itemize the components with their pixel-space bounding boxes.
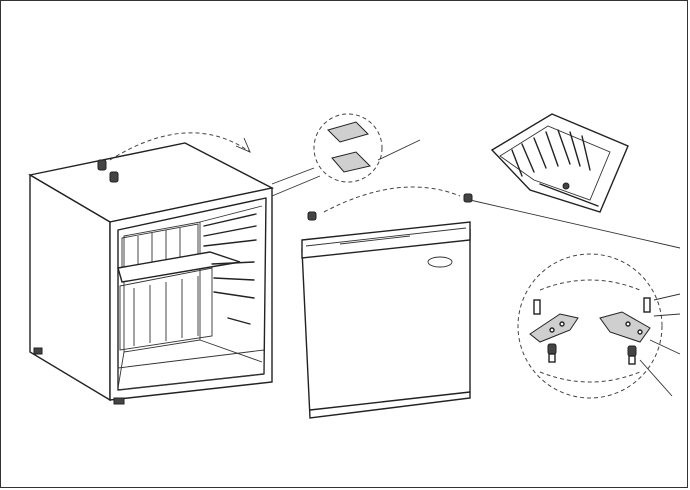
- screw: [533, 299, 541, 315]
- door-hinge-pin: [307, 211, 317, 221]
- cabinet-foot: [113, 397, 125, 405]
- leader-line: [469, 199, 681, 249]
- motion-arc: [109, 132, 251, 161]
- hinge-plate-left: [529, 313, 579, 343]
- refrigerator-door: [301, 193, 473, 419]
- cabinet-bottom-view: [490, 113, 629, 213]
- hinge-plate-right: [599, 311, 651, 343]
- cabinet-side-ribs: [203, 213, 257, 325]
- door-hinge-pin: [463, 193, 473, 203]
- cabinet-foot: [33, 347, 43, 355]
- cabinet-shelf: [117, 251, 241, 351]
- hinge-pin: [627, 345, 637, 357]
- hinge-parts-detail: [517, 253, 681, 399]
- door-rotation-arc: [323, 186, 461, 213]
- screw: [643, 297, 651, 313]
- motion-arrow: [235, 137, 251, 153]
- hinge-cover-detail: [271, 113, 421, 197]
- door-logo-badge: [427, 256, 453, 268]
- refrigerator-cabinet: [28, 142, 275, 405]
- top-hinge-pins: [97, 159, 119, 183]
- hinge-pin: [547, 343, 557, 355]
